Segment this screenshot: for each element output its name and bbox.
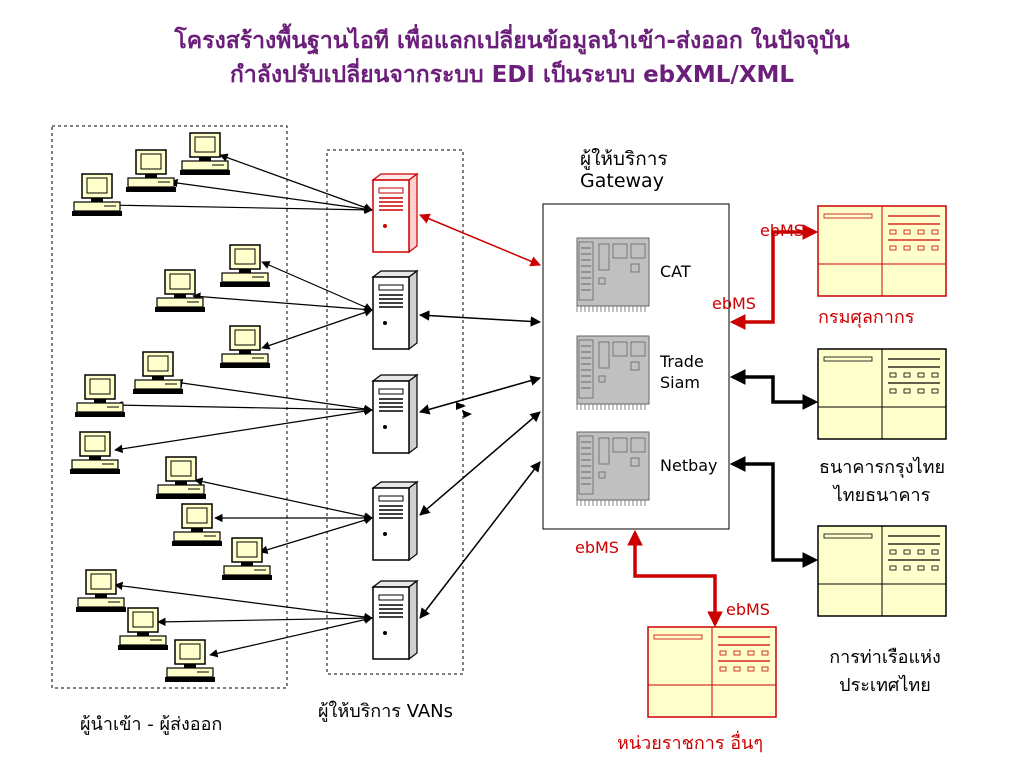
gateway-server-netbay-label: Netbay [660,456,718,475]
gateway-server-cat-label: CAT [660,262,691,281]
ebms-label-customs: ebMS [760,221,804,240]
gateway-provider-label-line2: Gateway [580,170,664,192]
desktop-pc-icon [219,244,271,288]
gateway-provider-label-line1: ผู้ให้บริการ [580,148,668,170]
ebms-label-gateway-bottom: ebMS [575,538,619,557]
agency-bank-label-line2: ไทยธนาคาร [833,485,931,506]
ebms-label-gateway: ebMS [712,294,756,313]
other-agency-ebms-connector [627,529,723,628]
rack-server-icon [576,431,650,507]
van-to-gateway-connectors [418,310,542,619]
gateway-server-trade-label: Trade [660,352,704,371]
van-server-icon [372,481,418,561]
desktop-pc-icon [132,351,184,395]
desktop-pc-icon [154,269,206,313]
van-red-to-gateway-connector [419,213,541,267]
vans-label: ผู้ให้บริการ VANs [318,701,454,722]
customs-ebms-connector [729,224,819,330]
desktop-pc-icon [221,537,273,581]
desktop-pc-icon [75,569,127,613]
customs-app-icon [817,205,947,297]
bank-connector [729,369,819,410]
van-servers [372,173,418,660]
rack-server-icon [576,237,650,313]
van-server-icon [372,580,418,660]
pc-to-van-connectors [104,153,373,658]
other-agency-app-icon [647,626,777,718]
bank-app-icon [817,348,947,440]
van-server-icon [372,374,418,454]
port-connector [729,456,819,568]
importers-exporters-label: ผู้นำเข้า - ผู้ส่งออก [80,714,223,735]
port-app-icon [817,525,947,617]
desktop-pc-icon [164,639,216,683]
desktop-pc-icon [171,503,223,547]
desktop-pc-icon [125,149,177,193]
agency-other-label: หน่วยราชการ อื่นๆ [617,733,763,754]
slide-title-line2: กำลังปรับเปลี่ยนจากระบบ EDI เป็นระบบ ebX… [229,62,795,88]
desktop-pc-icon [219,325,271,369]
van-server-red-icon [372,173,418,253]
desktop-pc-icon [69,431,121,475]
desktop-pc-icon [74,374,126,418]
rack-server-icon [576,335,650,411]
desktop-pc-icon [117,607,169,651]
desktop-pc-icon [155,456,207,500]
gateway-server-siam-label: Siam [660,373,700,392]
slide-title-line1: โครงสร้างพื้นฐานไอที เพื่อแลกเปลี่ยนข้อม… [174,28,850,54]
stray-arrowheads [456,402,472,418]
desktop-pc-icon [71,173,123,217]
agency-port-label-line2: ประเทศไทย [839,675,931,696]
van-server-icon [372,270,418,350]
agency-customs-label: กรมศุลกากร [818,307,915,328]
agency-port-label-line1: การท่าเรือแห่ง [829,647,941,668]
ebms-label-other-agency: ebMS [726,600,770,619]
agency-bank-label-line1: ธนาคารกรุงไทย [818,457,946,478]
desktop-pc-icon [179,132,231,176]
